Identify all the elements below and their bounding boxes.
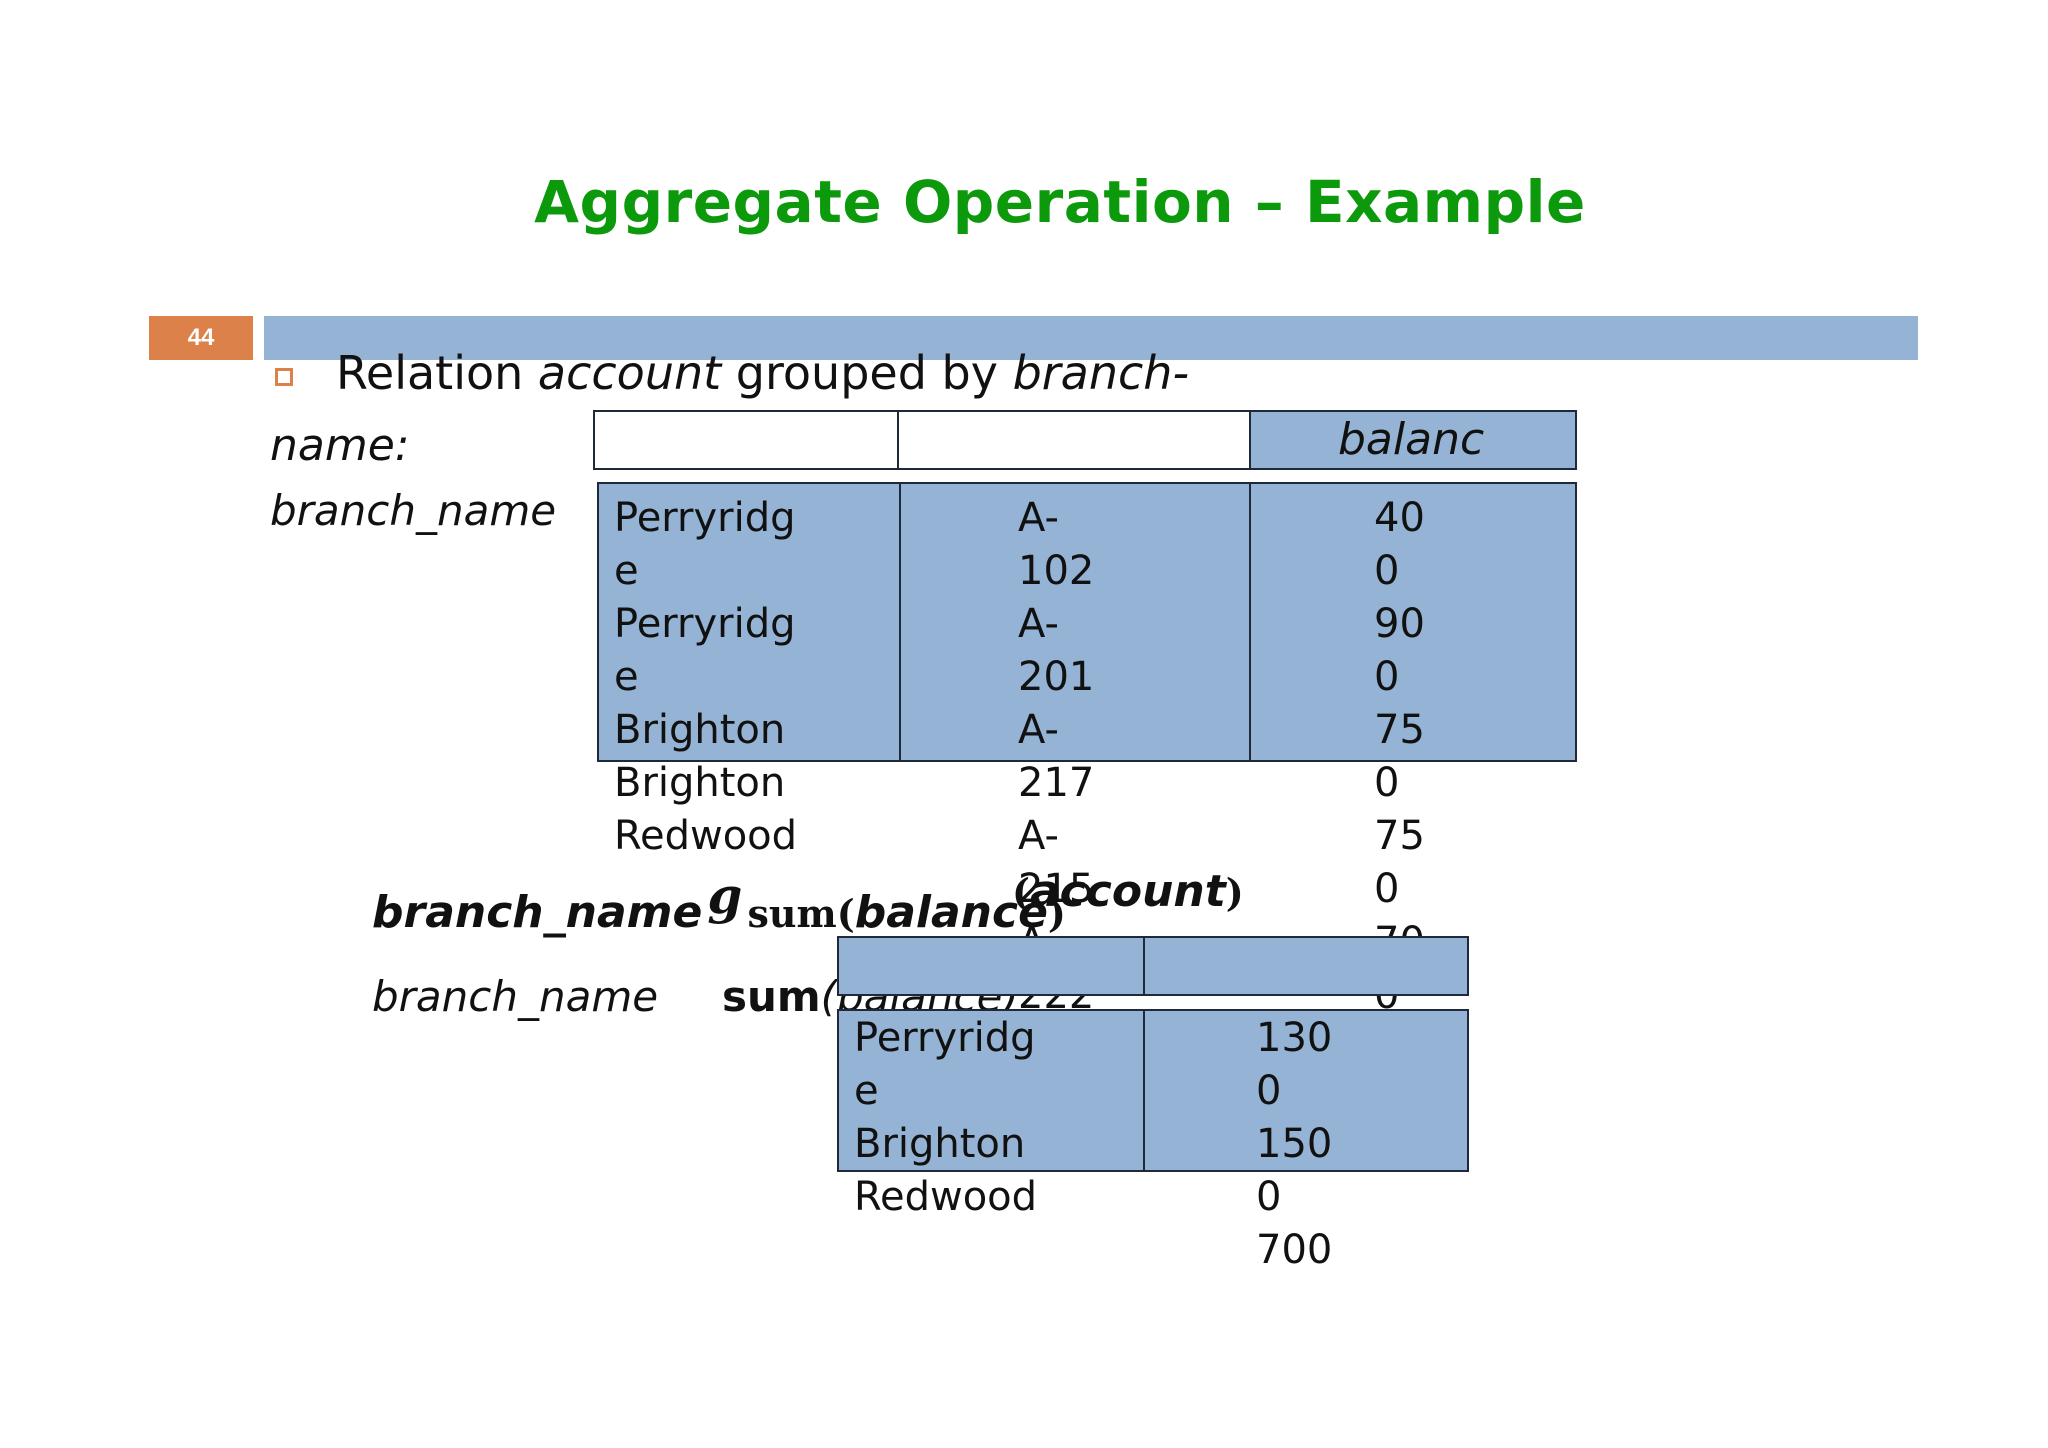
account-header-cell-3 [1249, 410, 1577, 470]
account-header-cell-2 [897, 410, 1251, 470]
account-body-cell-3 [1249, 482, 1577, 762]
header-band [264, 316, 1918, 360]
result-body-cell-2 [1143, 1009, 1469, 1172]
result-sum-column: 130 0 150 0 700 [1256, 1015, 1333, 1273]
bullet-middle: grouped by [721, 346, 1013, 400]
expr-func-attribute: balance [854, 887, 1048, 938]
slide-number: 44 [149, 316, 253, 360]
account-header-branch-name: branch_name [270, 486, 557, 535]
result-header-sum: sum [722, 972, 821, 1021]
expr-grouping-attribute: branch_name [372, 887, 703, 938]
expr-g-symbol: g [707, 866, 743, 925]
expr-relation-open: ( [1012, 870, 1030, 915]
account-body-cell-2 [899, 482, 1251, 762]
bullet-relation: account [537, 346, 722, 400]
aggregate-expression: branch_name g sum(balance) [372, 866, 1066, 939]
slide-title: Aggregate Operation – Example [534, 168, 1586, 236]
result-header-branch-name: branch_name [372, 972, 659, 1021]
result-body-cell-1 [837, 1009, 1145, 1172]
bullet-attribute-continued: name: [270, 420, 410, 471]
bullet-attribute: branch- [1012, 346, 1190, 400]
aggregate-expression-relation: (account) [1012, 866, 1244, 917]
result-header-cell-2 [1143, 936, 1469, 996]
bullet-text: Relation account grouped by branch- [336, 346, 1189, 400]
expr-func-prefix: sum( [747, 891, 855, 936]
account-body-cell-1 [597, 482, 901, 762]
expr-relation-close: ) [1225, 870, 1244, 915]
result-header-cell-1 [837, 936, 1145, 996]
account-branch-column: Perryridg e Perryridg e Brighton Brighto… [614, 495, 798, 859]
account-header-cell-1 [593, 410, 899, 470]
expr-func-suffix: ) [1047, 891, 1066, 936]
result-header-open: ( [820, 972, 838, 1021]
expr-relation: account [1029, 866, 1226, 917]
bullet-prefix: Relation [336, 346, 538, 400]
account-header-balance: balanc [1338, 414, 1485, 465]
result-branch-column: Perryridg e Brighton Redwood [854, 1015, 1038, 1220]
bullet-square-icon [275, 368, 293, 386]
